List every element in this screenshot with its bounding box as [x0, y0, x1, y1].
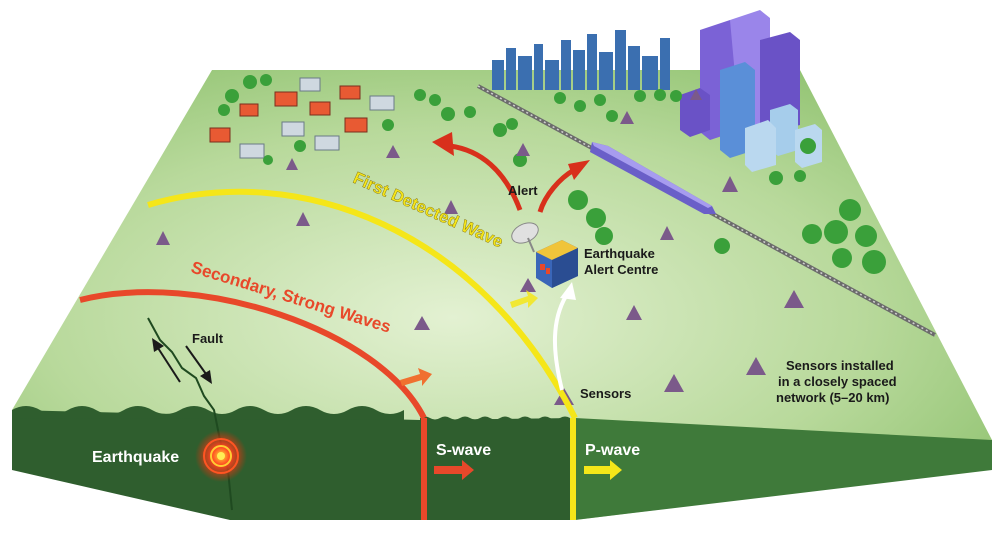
- p-wave-label: P-wave: [585, 442, 640, 459]
- satellite-dish-icon: [511, 222, 539, 253]
- sensor: [414, 316, 430, 330]
- alert-centre-building: [536, 240, 578, 288]
- fault-label: Fault: [192, 331, 224, 346]
- fault-arrows: [152, 338, 212, 384]
- network-label-line2: in a closely spaced: [778, 374, 897, 389]
- alert-arrows: [432, 132, 590, 213]
- alert-label: Alert: [508, 183, 538, 198]
- s-wave-underground-arrow: [434, 460, 474, 480]
- sensor: [520, 278, 536, 292]
- alert-centre-label-line1: Earthquake: [584, 246, 655, 261]
- s-wave-label: S-wave: [436, 442, 491, 459]
- soil-right-face: [575, 418, 992, 520]
- sensor-to-centre-arrow: [553, 282, 576, 391]
- p-wave-front: [147, 188, 578, 420]
- alert-arrow-head-train: [568, 160, 590, 180]
- sensor: [620, 111, 634, 124]
- sensor: [664, 374, 684, 392]
- sensor: [444, 200, 458, 214]
- city-buildings: [680, 10, 822, 172]
- sensors: [156, 89, 804, 405]
- trees: [218, 74, 886, 274]
- sensor: [746, 357, 766, 375]
- earthquake-focus: [195, 430, 247, 482]
- s-wave-front: [79, 289, 427, 420]
- s-wave-direction-arrow: [400, 368, 432, 386]
- soil-front-face: [12, 410, 575, 520]
- p-wave-underground-arrow: [584, 460, 622, 480]
- sensor: [286, 158, 298, 170]
- earthquake-label: Earthquake: [92, 449, 179, 466]
- sensor: [626, 305, 642, 320]
- network-label-line3: network (5–20 km): [776, 390, 889, 405]
- sensor: [660, 226, 674, 240]
- network-label-line1: Sensors installed: [786, 358, 894, 373]
- sensor: [784, 290, 804, 308]
- p-wave-ripple: [420, 416, 570, 424]
- sensor: [516, 143, 530, 156]
- p-wave-direction-arrow: [510, 290, 538, 308]
- alert-arrow-head-city: [432, 132, 454, 156]
- train: [590, 142, 716, 214]
- sensor: [722, 176, 738, 192]
- houses: [209, 77, 395, 159]
- ground-block: [12, 70, 992, 520]
- surface-wave-ripple: [12, 406, 404, 420]
- sensors-label: Sensors: [580, 386, 631, 401]
- alert-centre-label-line2: Alert Centre: [584, 262, 658, 277]
- city-skyline: [492, 30, 670, 90]
- sensor: [296, 212, 310, 226]
- sensor: [690, 89, 702, 100]
- sensor: [156, 231, 170, 245]
- sensor: [386, 145, 400, 158]
